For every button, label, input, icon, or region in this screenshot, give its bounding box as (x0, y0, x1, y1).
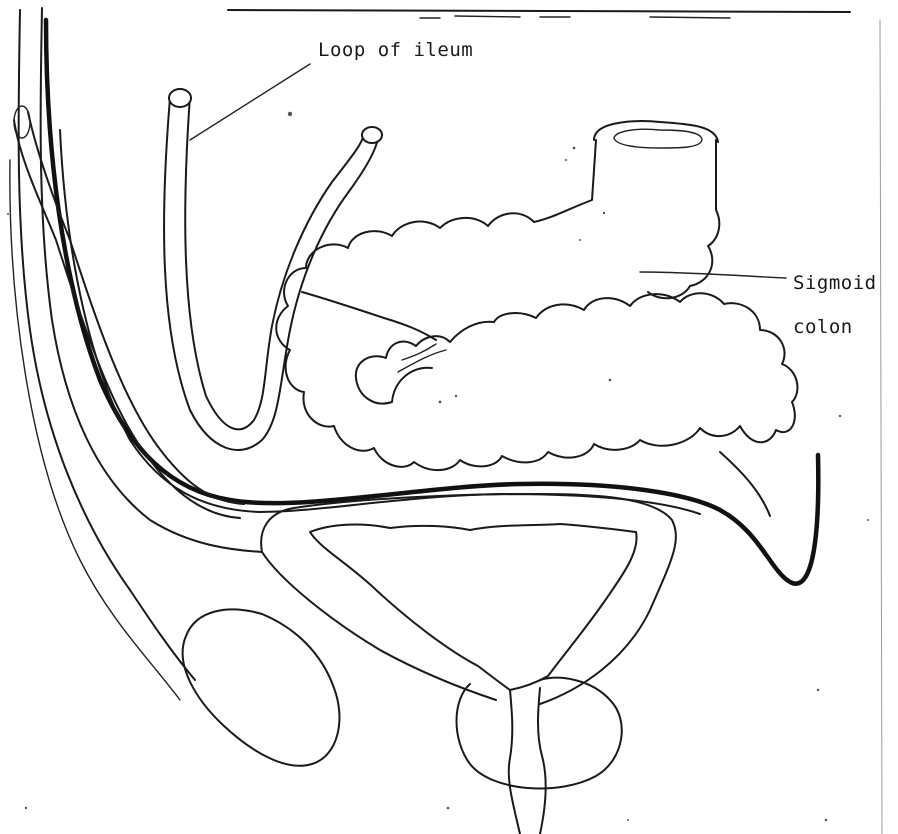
label-colon: colon (793, 316, 853, 338)
ureter-vessel-tube (14, 106, 244, 518)
prostate-and-urethra (457, 678, 622, 834)
ileum-leader-line (190, 64, 310, 140)
right-edge-scan-shadow (880, 20, 882, 834)
sigmoid-leader-line (640, 272, 786, 278)
label-sigmoid: Sigmoid (793, 272, 877, 294)
urinary-bladder (261, 494, 676, 704)
top-border-scan-lines (228, 10, 850, 18)
sigmoid-colon (276, 121, 797, 516)
label-loop-of-ileum: Loop of ileum (318, 39, 473, 61)
scan-specks (7, 112, 869, 821)
ileum-loop (164, 89, 382, 450)
pubic-symphysis (183, 609, 340, 765)
peritoneum-lining (46, 20, 818, 584)
